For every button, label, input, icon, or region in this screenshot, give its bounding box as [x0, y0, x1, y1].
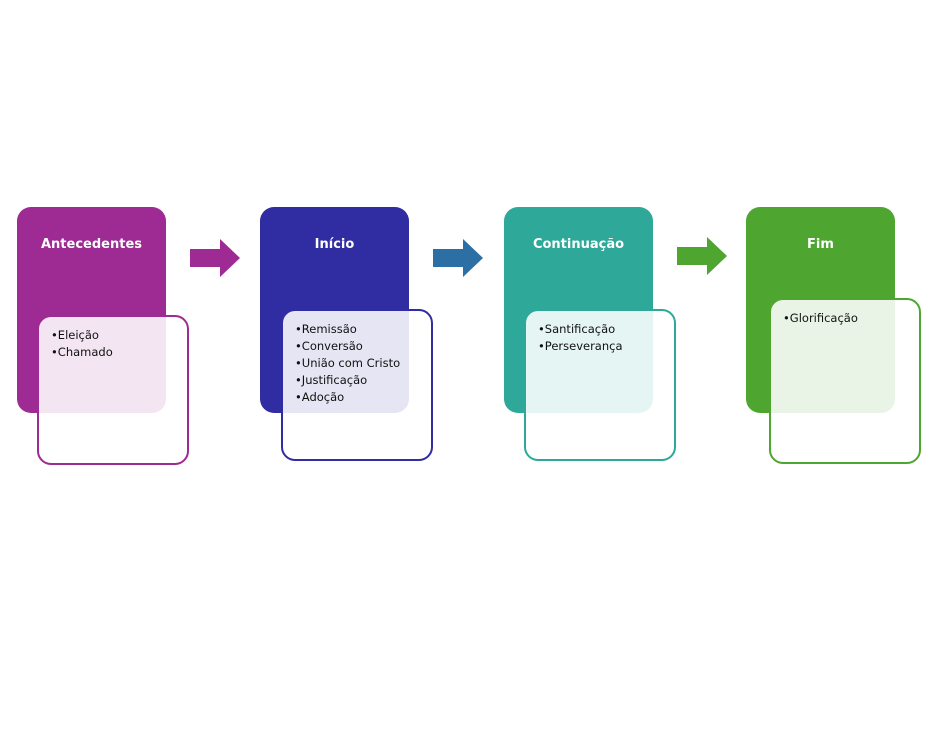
- stage-title: Fim: [807, 237, 834, 252]
- arrow-shape: [677, 237, 727, 275]
- stage-title: Antecedentes: [40, 237, 143, 252]
- list-item: Justificação: [295, 372, 431, 389]
- list-item: Adoção: [295, 389, 431, 406]
- list-item: Perseverança: [538, 338, 674, 355]
- arrow-right-icon: [433, 239, 483, 277]
- stage-details-antecedentes: Eleição Chamado: [37, 315, 189, 465]
- arrow-right-icon: [190, 239, 240, 277]
- list-item: Eleição: [51, 327, 187, 344]
- stage-title: Início: [314, 237, 355, 252]
- list-item: Glorificação: [783, 310, 919, 327]
- list-item: Chamado: [51, 344, 187, 361]
- arrow-right-icon: [677, 237, 727, 275]
- list-item: Remissão: [295, 321, 431, 338]
- list-item: União com Cristo: [295, 355, 431, 372]
- stage-details-continuacao: Santificação Perseverança: [524, 309, 676, 461]
- list-item: Santificação: [538, 321, 674, 338]
- arrow-shape: [190, 239, 240, 277]
- stage-details-fim: Glorificação: [769, 298, 921, 464]
- stage-details-inicio: Remissão Conversão União com Cristo Just…: [281, 309, 433, 461]
- arrow-shape: [433, 239, 483, 277]
- list-item: Conversão: [295, 338, 431, 355]
- stage-title: Continuação: [532, 237, 625, 252]
